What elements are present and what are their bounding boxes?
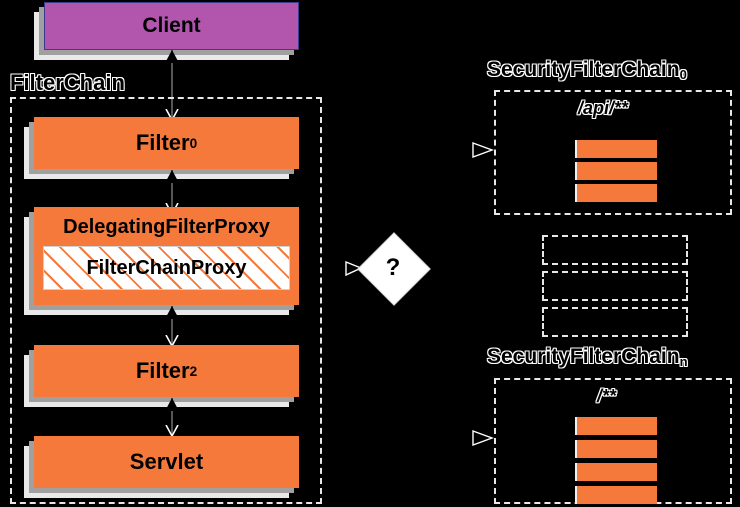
security-filter-chain-0-filters: [575, 140, 657, 202]
filter-bar: [575, 417, 657, 435]
arrowhead-up-filled-icon: [165, 50, 179, 63]
filter-bar: [575, 486, 657, 504]
security-filter-chain-0-container: [494, 90, 732, 215]
filter-bar: [575, 184, 657, 202]
filter-bar: [575, 140, 657, 158]
arrowhead-down-open-icon: [165, 424, 179, 438]
filter-chain-proxy-box: FilterChainProxy: [43, 246, 290, 290]
arrowhead-up-filled-icon: [165, 306, 179, 319]
arrowhead-to-chain-0-icon: [472, 140, 498, 160]
chain-placeholder-2: [542, 271, 688, 301]
filterchain-container: [10, 97, 322, 504]
delegating-filter-proxy-node: DelegatingFilterProxy FilterChainProxy: [24, 207, 299, 315]
client-face: Client: [44, 2, 299, 50]
arrowhead-up-filled-icon: [165, 170, 179, 183]
hatch-pattern: [44, 247, 289, 289]
arrowhead-up-filled-icon: [165, 398, 179, 411]
filter-2-subscript: 2: [189, 363, 198, 379]
filter-chain-proxy-label: FilterChainProxy: [86, 256, 247, 279]
chain-placeholder-1: [542, 235, 688, 265]
arrowhead-to-decision-icon: [345, 258, 371, 278]
connector-stem: [171, 306, 173, 346]
servlet-node: Servlet: [24, 436, 299, 498]
servlet-face: Servlet: [34, 436, 299, 488]
filterchain-label: FilterChain: [10, 70, 126, 96]
filter-0-label: Filter: [135, 130, 190, 155]
security-filter-chain-n-filters: [575, 417, 657, 504]
filter-bar: [575, 162, 657, 180]
connector-proxy-filter2: [165, 306, 179, 348]
filter-2-label: Filter: [135, 358, 190, 383]
filter-0-subscript: 0: [189, 135, 198, 151]
connector-stem: [171, 50, 173, 120]
client-label: Client: [142, 14, 201, 37]
security-filter-chain-n-pattern: /**: [596, 386, 617, 407]
dfp-face: DelegatingFilterProxy FilterChainProxy: [34, 207, 299, 305]
servlet-label: Servlet: [129, 449, 204, 474]
security-filter-chain-0-pattern: /api/**: [577, 98, 629, 119]
filter-bar: [575, 463, 657, 481]
arrowhead-to-chain-n-icon: [472, 428, 498, 448]
chain-placeholder-3: [542, 307, 688, 337]
dfp-title: DelegatingFilterProxy: [63, 215, 270, 238]
connector-filter2-servlet: [165, 398, 179, 438]
security-filter-chain-0-label: SecurityFilterChain0: [487, 58, 688, 83]
connector-stem: [171, 170, 173, 214]
security-filter-chain-n-label: SecurityFilterChainn: [487, 345, 689, 370]
client-node: Client: [34, 2, 299, 60]
connector-stem: [171, 398, 173, 436]
filter-bar: [575, 440, 657, 458]
decision-diamond: ?: [357, 232, 431, 306]
decision-label: ?: [385, 254, 401, 281]
